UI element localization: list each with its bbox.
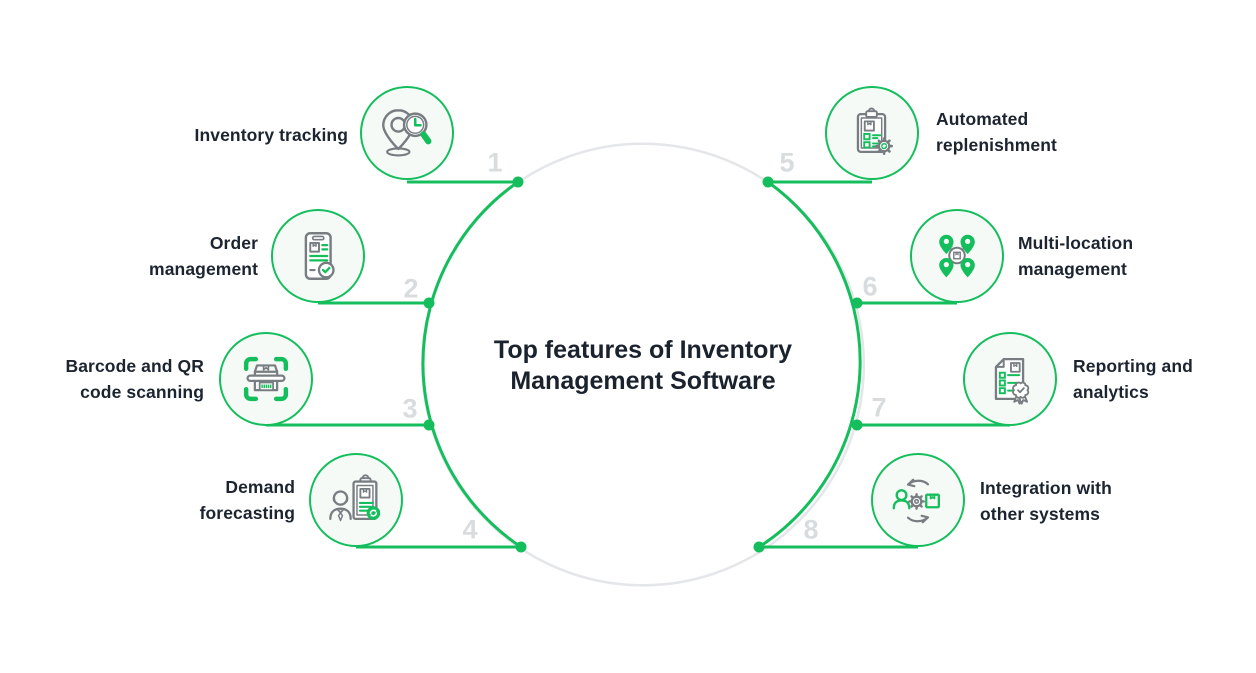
feature-label-multi-location-management: Multi-location management [1018, 233, 1134, 279]
integration-other-systems-node [871, 453, 965, 547]
feature-number-8: 8 [803, 514, 819, 545]
scan-frame-corners [243, 356, 289, 402]
reporting-analytics-icon [994, 357, 1030, 405]
automated-replenishment-icon [856, 107, 893, 155]
automated-replenishment-node [825, 86, 919, 180]
inventory-tracking-icon [382, 109, 432, 157]
feature-label-inventory-tracking: Inventory tracking [194, 125, 348, 145]
hub-arc-left [421, 180, 522, 549]
connector-lines [266, 180, 1010, 549]
reporting-analytics-node [963, 332, 1057, 426]
feature-label-automated-replenishment: Automated replenishment [936, 109, 1057, 155]
feature-number-1: 1 [487, 147, 503, 178]
barcode-qr-scanning-node [219, 332, 313, 426]
connector-dots [423, 176, 863, 553]
feature-label-barcode-qr-scanning: Barcode and QR code scanning [65, 356, 204, 402]
feature-label-integration-other-systems: Integration with other systems [980, 478, 1112, 524]
location-pins [939, 234, 975, 278]
demand-forecasting-icon [329, 474, 381, 522]
demand-forecasting-node [309, 453, 403, 547]
feature-number-6: 6 [862, 271, 878, 302]
hub-arc-right [758, 180, 862, 549]
integration-other-systems-icon [892, 478, 940, 524]
multi-location-management-icon [939, 234, 975, 278]
feature-label-reporting-analytics: Reporting and analytics [1073, 356, 1193, 402]
feature-label-order-management: Order management [149, 233, 258, 279]
order-management-icon [304, 232, 335, 280]
inventory-tracking-node [360, 86, 454, 180]
feature-number-2: 2 [403, 273, 419, 304]
feature-number-4: 4 [462, 514, 478, 545]
feature-number-5: 5 [779, 147, 795, 178]
feature-label-demand-forecasting: Demand forecasting [199, 477, 295, 523]
order-management-node [271, 209, 365, 303]
barcode-qr-scanning-icon [243, 356, 289, 402]
page-title: Top features of Inventory Management Sof… [493, 336, 793, 395]
feature-number-7: 7 [871, 392, 887, 423]
multi-location-management-node [910, 209, 1004, 303]
feature-number-3: 3 [402, 393, 418, 424]
